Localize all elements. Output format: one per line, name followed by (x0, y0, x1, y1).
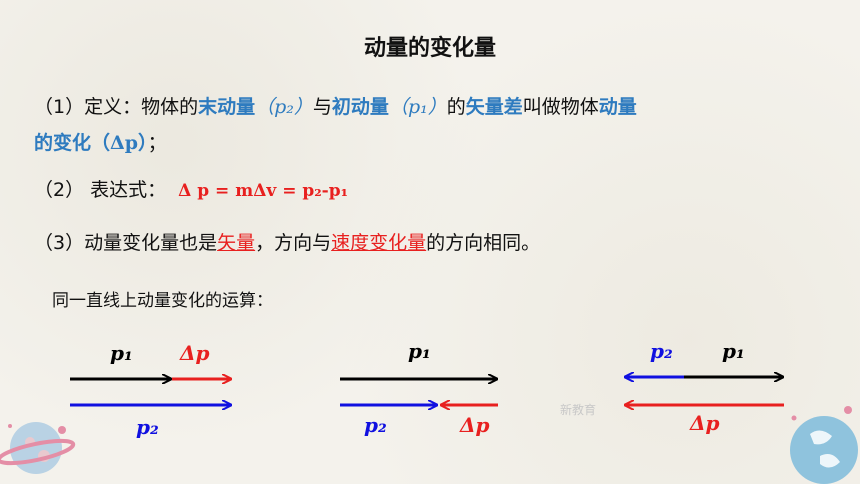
momentum-formula: Δ p = mΔv = p₂-p₁ (178, 181, 349, 201)
final-momentum-term: 末动量 (198, 96, 256, 118)
velocity-change-term: 速度变化量 (331, 232, 427, 254)
p2-label: p₂ (364, 413, 387, 437)
p1-label: p₁ (722, 339, 745, 363)
p2-label: p₂ (136, 415, 159, 439)
delta-p-label: Δp (179, 341, 210, 365)
earth-decoration-icon (790, 406, 858, 484)
p2-label: p₂ (650, 339, 673, 363)
definition-line-continued: 的变化（Δp）； (34, 132, 167, 154)
delta-p-label: Δp (459, 413, 490, 437)
page-title: 动量的变化量 (363, 36, 496, 61)
vector-diagrams: p₁ Δp p₂ p₁ p₂ Δp p₂ p₁ Δp 新教育 (70, 339, 784, 439)
p1-label: p₁ (408, 339, 431, 363)
delta-p-symbol: Δp (110, 132, 139, 154)
diagram-decrease: p₁ p₂ Δp (340, 339, 498, 437)
watermark: 新教育 (560, 402, 596, 417)
diagram-same-direction: p₁ Δp p₂ (70, 341, 230, 439)
property-line: （3）动量变化量也是矢量，方向与速度变化量的方向相同。 (34, 232, 541, 254)
operation-heading: 同一直线上动量变化的运算： (52, 291, 273, 311)
definition-line: （1）定义：物体的末动量（p₂）与初动量（p₁）的矢量差叫做物体动量 (34, 96, 637, 118)
delta-p-label: Δp (689, 411, 720, 435)
p1-label: p₁ (110, 341, 133, 365)
expression-line: （2） 表达式：Δ p = mΔv = p₂-p₁ (34, 179, 349, 201)
diagram-reverse: p₂ p₁ Δp (626, 339, 784, 435)
planet-decoration-icon (0, 422, 76, 474)
initial-momentum-term: 初动量 (331, 96, 389, 118)
vector-term: 矢量 (217, 232, 256, 254)
vector-difference-term: 矢量差 (465, 96, 523, 118)
